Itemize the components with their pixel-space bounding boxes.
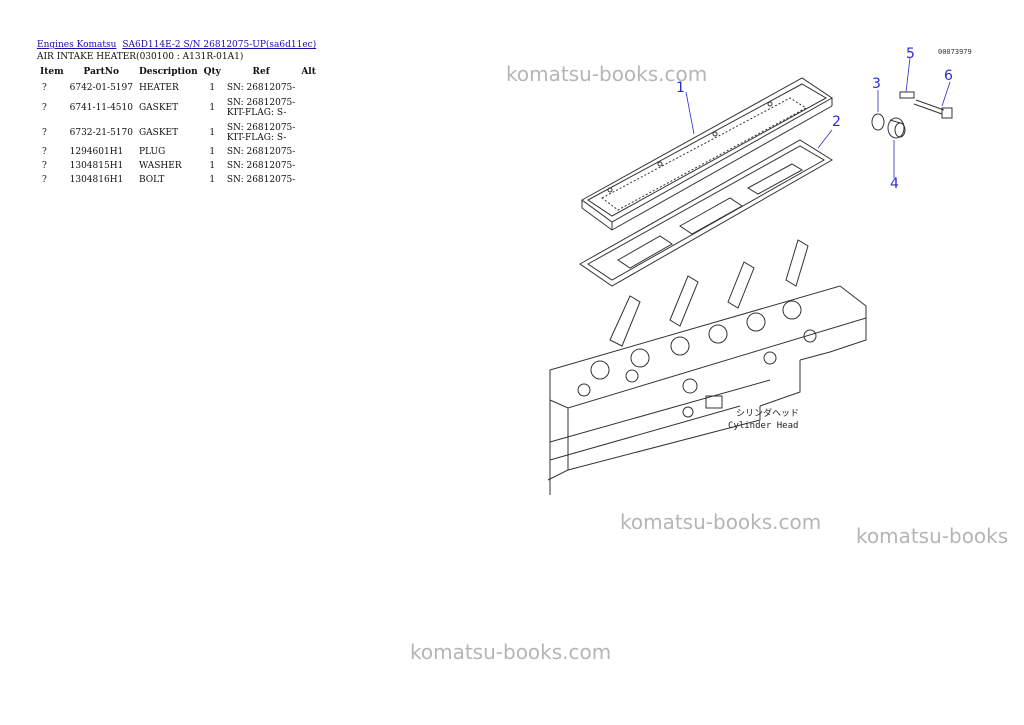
callout-1: 1 (676, 80, 685, 96)
callout-3: 3 (872, 76, 881, 92)
cell-partno: 1304815H1 (69, 161, 124, 171)
header-partno: PartNo (83, 67, 120, 77)
cell-item: ? (42, 147, 47, 157)
cell-partno: 6742-01-5197 (69, 83, 133, 93)
cell-partno: 6732-21-5170 (69, 127, 133, 138)
cell-ref: SN: 26812075-KIT-FLAG: S- (224, 95, 298, 120)
cell-ref-sn: SN: 26812075- (226, 83, 296, 93)
table-row: ? 1304815H1 WASHER 1 SN: 26812075- (37, 159, 319, 173)
cell-ref: SN: 26812075- (224, 159, 298, 173)
parts-table-header: Item PartNo Description Qty Ref Alt (37, 66, 319, 81)
header-item: Item (40, 67, 64, 77)
drawing-code: 00073979 (938, 48, 972, 56)
breadcrumb-link-engines[interactable]: Engines Komatsu (37, 40, 117, 50)
callout-5: 5 (906, 46, 915, 62)
bolt-part (899, 91, 953, 119)
cell-partno: 1294601H1 (69, 147, 124, 157)
cell-ref-sn: SN: 26812075- (226, 97, 296, 108)
cell-ref: SN: 26812075- (224, 173, 298, 187)
cell-qty: 1 (209, 127, 216, 138)
table-row: ? 6732-21-5170 GASKET 1 SN: 26812075-KIT… (37, 120, 319, 145)
cell-ref-kitflag: KIT-FLAG: S- (226, 107, 287, 118)
watermark-bottom: komatsu-books.com (410, 640, 612, 664)
cell-item: ? (42, 102, 47, 113)
cell-ref: SN: 26812075- (224, 145, 298, 159)
cell-qty: 1 (209, 83, 216, 93)
watermark-right: komatsu-books (856, 524, 1009, 548)
breadcrumb-link-model[interactable]: SA6D114E-2 S/N 26812075-UP(sa6d11ec) (122, 40, 317, 50)
parts-diagram: 00073979 (547, 46, 972, 495)
cell-qty: 1 (209, 102, 216, 113)
cylinder-head-label-jp: シリンダヘッド (736, 407, 799, 419)
cell-alt (298, 145, 319, 159)
cell-description: BOLT (138, 175, 165, 185)
callout-4: 4 (890, 176, 899, 192)
cell-ref-sn: SN: 26812075- (226, 161, 296, 171)
plug-part (887, 117, 906, 139)
cell-description: GASKET (138, 102, 179, 113)
cell-alt (298, 81, 319, 95)
callout-6: 6 (944, 68, 953, 84)
cell-item: ? (42, 175, 47, 185)
cell-description: HEATER (138, 83, 179, 93)
header-ref: Ref (252, 67, 270, 77)
cell-item: ? (42, 161, 47, 171)
cell-item: ? (42, 127, 47, 138)
cell-ref-sn: SN: 26812075- (226, 175, 296, 185)
callout-2: 2 (832, 114, 841, 130)
cell-ref-sn: SN: 26812075- (226, 147, 296, 157)
watermark-middle: komatsu-books.com (620, 510, 822, 534)
section-title: AIR INTAKE HEATER(030100 : A131R-01A1) (37, 52, 244, 62)
cell-alt (298, 159, 319, 173)
cylinder-head-label-en: Cylinder Head (728, 421, 798, 431)
small-parts (871, 91, 953, 139)
cell-partno: 1304816H1 (69, 175, 124, 185)
cell-item: ? (42, 83, 47, 93)
heater-part (581, 77, 833, 231)
cell-alt (298, 95, 319, 120)
header-qty: Qty (203, 67, 221, 77)
header-alt: Alt (301, 67, 316, 77)
breadcrumb: Engines Komatsu SA6D114E-2 S/N 26812075-… (37, 40, 319, 51)
cell-description: PLUG (138, 147, 166, 157)
cylinder-head-part (547, 239, 867, 495)
cell-ref-sn: SN: 26812075- (226, 122, 296, 133)
callout-leaders (685, 57, 951, 178)
cell-ref-kitflag: KIT-FLAG: S- (226, 132, 287, 143)
washer-part (871, 113, 885, 131)
gasket-part (579, 139, 833, 287)
cell-alt (298, 120, 319, 145)
table-row: ? 1304816H1 BOLT 1 SN: 26812075- (37, 173, 319, 187)
cell-qty: 1 (209, 161, 216, 171)
table-row: ? 6742-01-5197 HEATER 1 SN: 26812075- (37, 81, 319, 95)
watermark-top: komatsu-books.com (506, 62, 708, 86)
header-description: Description (138, 67, 198, 77)
cell-description: WASHER (138, 161, 182, 171)
cell-ref: SN: 26812075- (224, 81, 298, 95)
cell-qty: 1 (209, 147, 216, 157)
cell-ref: SN: 26812075-KIT-FLAG: S- (224, 120, 298, 145)
cell-description: GASKET (138, 127, 179, 138)
cell-alt (298, 173, 319, 187)
table-row: ? 1294601H1 PLUG 1 SN: 26812075- (37, 145, 319, 159)
cell-qty: 1 (209, 175, 216, 185)
table-row: ? 6741-11-4510 GASKET 1 SN: 26812075-KIT… (37, 95, 319, 120)
parts-table: Item PartNo Description Qty Ref Alt ? 67… (37, 66, 319, 187)
cell-partno: 6741-11-4510 (69, 102, 133, 113)
